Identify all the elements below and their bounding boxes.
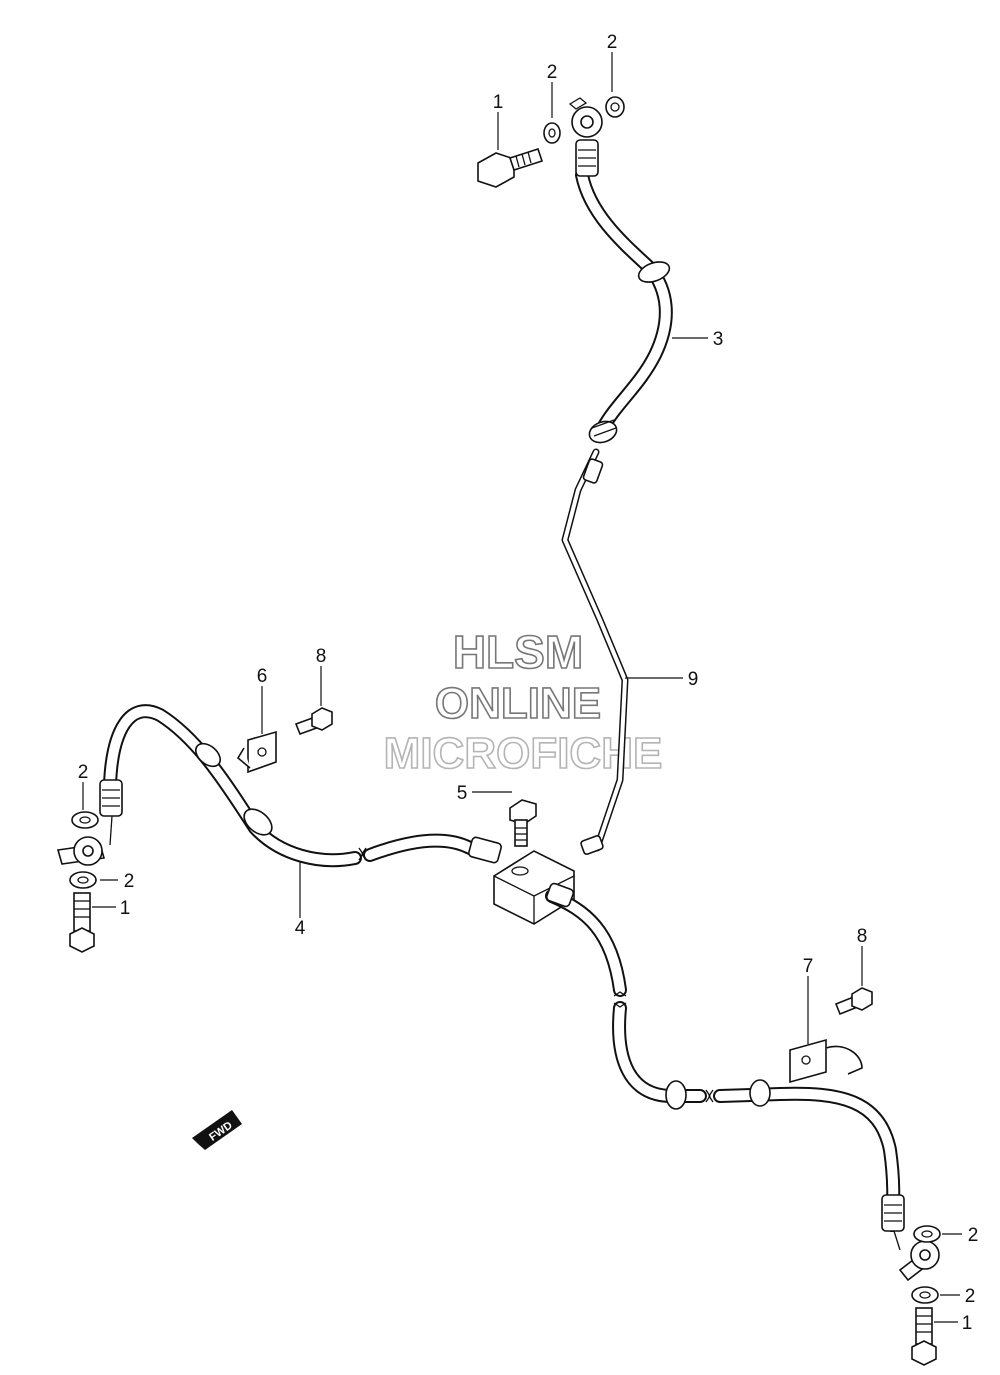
callout-1-left: 1 [120,898,131,919]
callout-8-left: 8 [316,646,327,667]
washer-left-a [71,811,99,829]
callout-5: 5 [457,783,468,804]
callout-1-right: 1 [962,1313,973,1334]
callout-7: 7 [803,956,814,977]
callout-4: 4 [295,918,306,939]
banjo-fitting-top [568,97,603,138]
clamp-right [789,1038,863,1084]
bolt-right [911,1307,937,1366]
bolt-left-clamp [294,707,333,736]
bolt-left [69,892,95,953]
callout-2-right-a: 2 [968,1225,979,1246]
brake-pipe [561,448,629,855]
callout-3: 3 [713,329,724,350]
washer-right-a [913,1225,941,1243]
callout-2-top-b: 2 [607,32,618,53]
right-brake-hose [545,882,905,1251]
callout-9: 9 [688,669,699,690]
upper-brake-hose [575,139,673,444]
callout-labels: 1 2 2 3 9 8 6 2 2 1 4 5 8 7 2 2 1 [78,32,979,1334]
washer-top-a [543,122,561,144]
callout-8-right: 8 [857,926,868,947]
callout-6: 6 [257,666,268,687]
callout-2-left-a: 2 [78,762,89,783]
watermark-line-2: ONLINE [435,679,601,728]
watermark: HLSM ONLINE MICROFICHE [383,625,663,779]
joint-block [493,850,575,925]
clamp-left [236,730,277,774]
left-brake-hose [99,704,502,868]
bolt-top [477,147,544,188]
leader-lines [82,52,962,1323]
watermark-line-1: HLSM [453,626,583,678]
washer-right-b [911,1286,939,1304]
washer-left-b [69,871,97,889]
fwd-direction-arrow: FWD [192,1110,242,1150]
watermark-line-3: MICROFICHE [384,729,663,778]
callout-2-top-a: 2 [547,62,558,83]
banjo-fitting-right [898,1240,940,1282]
bolt-center [509,799,537,847]
callout-2-left-b: 2 [124,871,135,892]
callout-2-right-b: 2 [965,1286,976,1307]
washer-top-b [605,96,625,118]
callout-1-top: 1 [493,92,504,113]
bolt-right-clamp [834,987,873,1016]
banjo-fitting-left [56,836,106,866]
